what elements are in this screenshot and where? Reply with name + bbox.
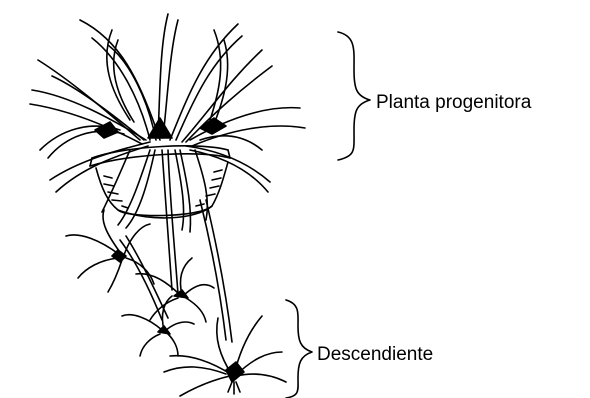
offspring-bracket [286,300,312,398]
plantlet-3 [122,296,194,356]
plantlet-2 [136,258,214,322]
plantlet-1 [66,210,154,292]
hanging-pot [90,146,230,218]
parent-plant-label: Planta progenitora [376,93,531,112]
parent-plant-bracket [338,32,370,160]
parent-plant-leaves [30,14,305,232]
offspring-label: Descendiente [317,345,433,364]
